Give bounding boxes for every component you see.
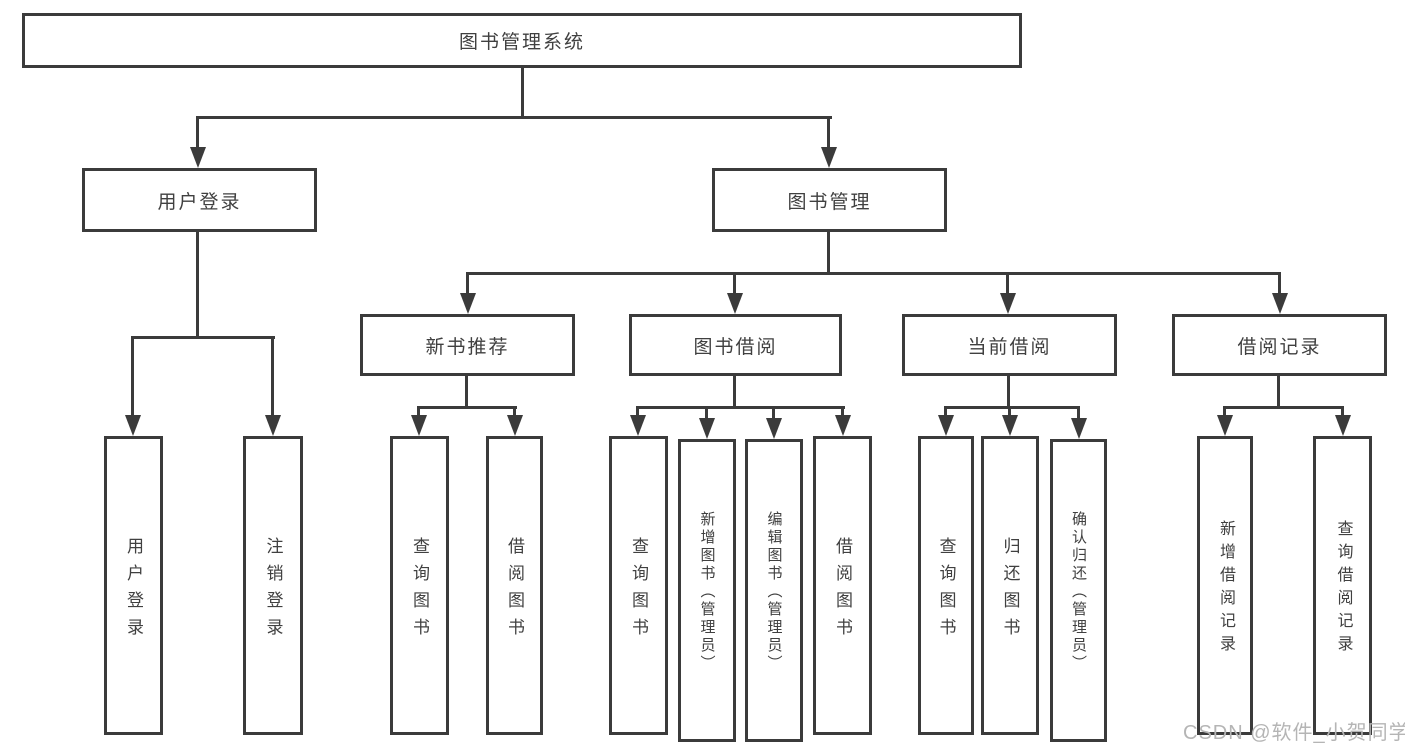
node-br-query: 查询借阅记录 [1313,436,1372,735]
node-nb-borrow: 借阅图书 [486,436,543,735]
node-cb-confirm: 确认归还（管理员） [1050,439,1107,742]
arrowhead-bb-query [630,415,646,436]
arrowhead-bb-borrow [835,415,851,436]
edge-userlogin-rail [131,336,275,339]
node-bb-edit: 编辑图书（管理员） [745,439,803,742]
edge-root-userlogin-line [196,116,199,150]
arrowhead-bookmgmt [821,147,837,168]
edge-bbquery-line [636,406,639,419]
node-nb-query-label: 查询图书 [410,536,429,645]
arrowhead-bb-edit [766,418,782,439]
arrowhead-br-add [1217,415,1233,436]
node-current-borrow: 当前借阅 [902,314,1117,376]
arrowhead-newbookrec [460,293,476,314]
node-bb-borrow-label: 借阅图书 [833,536,852,645]
edge-currentborrow-rail [944,406,1080,409]
node-nb-query: 查询图书 [390,436,449,735]
node-logout: 注销登录 [243,436,303,735]
node-borrow-record-label: 借阅记录 [1237,336,1322,358]
edge-brquery-line [1341,406,1344,419]
node-bb-add-label: 新增图书（管理员） [698,511,716,673]
node-cb-return: 归还图书 [981,436,1039,735]
edge-bookmgmt-stem [827,232,830,272]
edge-userlogin-stem [196,232,199,336]
arrowhead-borrowrecord [1272,293,1288,314]
node-login: 用户登录 [104,436,163,735]
edge-cbquery-line [944,406,947,419]
node-user-login-label: 用户登录 [157,191,242,213]
node-current-borrow-label: 当前借阅 [967,336,1052,358]
edge-currentborrow-line [1006,272,1009,297]
edge-root-bookmgmt-line [827,116,830,150]
arrowhead-logout [265,415,281,436]
edge-bookborrow-rail [636,406,845,409]
node-bb-query-label: 查询图书 [629,536,648,645]
node-bb-query: 查询图书 [609,436,668,735]
node-bb-borrow: 借阅图书 [813,436,872,735]
node-cb-confirm-label: 确认归还（管理员） [1070,511,1087,673]
node-logout-label: 注销登录 [263,536,283,645]
arrowhead-bb-add [699,418,715,439]
arrowhead-currentborrow [1000,293,1016,314]
edge-bookborrow-stem [733,376,736,406]
node-bb-add: 新增图书（管理员） [678,439,736,742]
node-root: 图书管理系统 [22,13,1022,68]
edge-nbborrow-line [513,406,516,419]
node-book-mgmt: 图书管理 [712,168,947,232]
node-book-borrow: 图书借阅 [629,314,842,376]
edge-newbookrec-stem [465,376,468,406]
arrowhead-br-query [1335,415,1351,436]
arrowhead-cb-confirm [1071,418,1087,439]
edge-newbookrec-line [466,272,469,297]
edge-bookmgmt-rail [466,272,1281,275]
edge-borrowrecord-line [1278,272,1281,297]
node-new-book-rec-label: 新书推荐 [425,336,510,358]
edge-root-rail [196,116,832,119]
node-book-mgmt-label: 图书管理 [787,191,872,213]
edge-nbquery-line [417,406,420,419]
edge-bradd-line [1223,406,1226,419]
node-new-book-rec: 新书推荐 [360,314,575,376]
edge-currentborrow-stem [1007,376,1010,406]
arrowhead-cb-query [938,415,954,436]
node-cb-query: 查询图书 [918,436,974,735]
node-book-borrow-label: 图书借阅 [693,336,778,358]
edge-logout-line [271,336,274,419]
node-user-login: 用户登录 [82,168,317,232]
node-br-add: 新增借阅记录 [1197,436,1253,735]
node-br-query-label: 查询借阅记录 [1334,520,1352,658]
node-login-label: 用户登录 [124,536,143,645]
arrowhead-userlogin [190,147,206,168]
csdn-watermark: CSDN @软件_小贺同学 [1183,722,1405,744]
edge-bbadd-line [705,406,708,422]
node-nb-borrow-label: 借阅图书 [505,536,524,645]
edge-borrowrecord-stem [1277,376,1280,406]
edge-cbreturn-line [1008,406,1011,419]
edge-login-line [131,336,134,419]
arrowhead-bookborrow [727,293,743,314]
edge-root-stem [521,68,524,116]
node-cb-return-label: 归还图书 [1000,536,1020,645]
node-cb-query-label: 查询图书 [936,536,956,645]
edge-cbconfirm-line [1077,406,1080,422]
node-bb-edit-label: 编辑图书（管理员） [765,511,783,673]
edge-bbedit-line [772,406,775,422]
node-br-add-label: 新增借阅记录 [1217,520,1234,658]
arrowhead-nb-borrow [507,415,523,436]
edge-bookborrow-line [733,272,736,297]
edge-bbborrow-line [841,406,844,419]
edge-borrowrecord-rail [1223,406,1344,409]
arrowhead-cb-return [1002,415,1018,436]
edge-newbookrec-rail [417,406,517,409]
node-root-label: 图书管理系统 [458,32,585,53]
arrowhead-login [125,415,141,436]
node-borrow-record: 借阅记录 [1172,314,1387,376]
arrowhead-nb-query [411,415,427,436]
